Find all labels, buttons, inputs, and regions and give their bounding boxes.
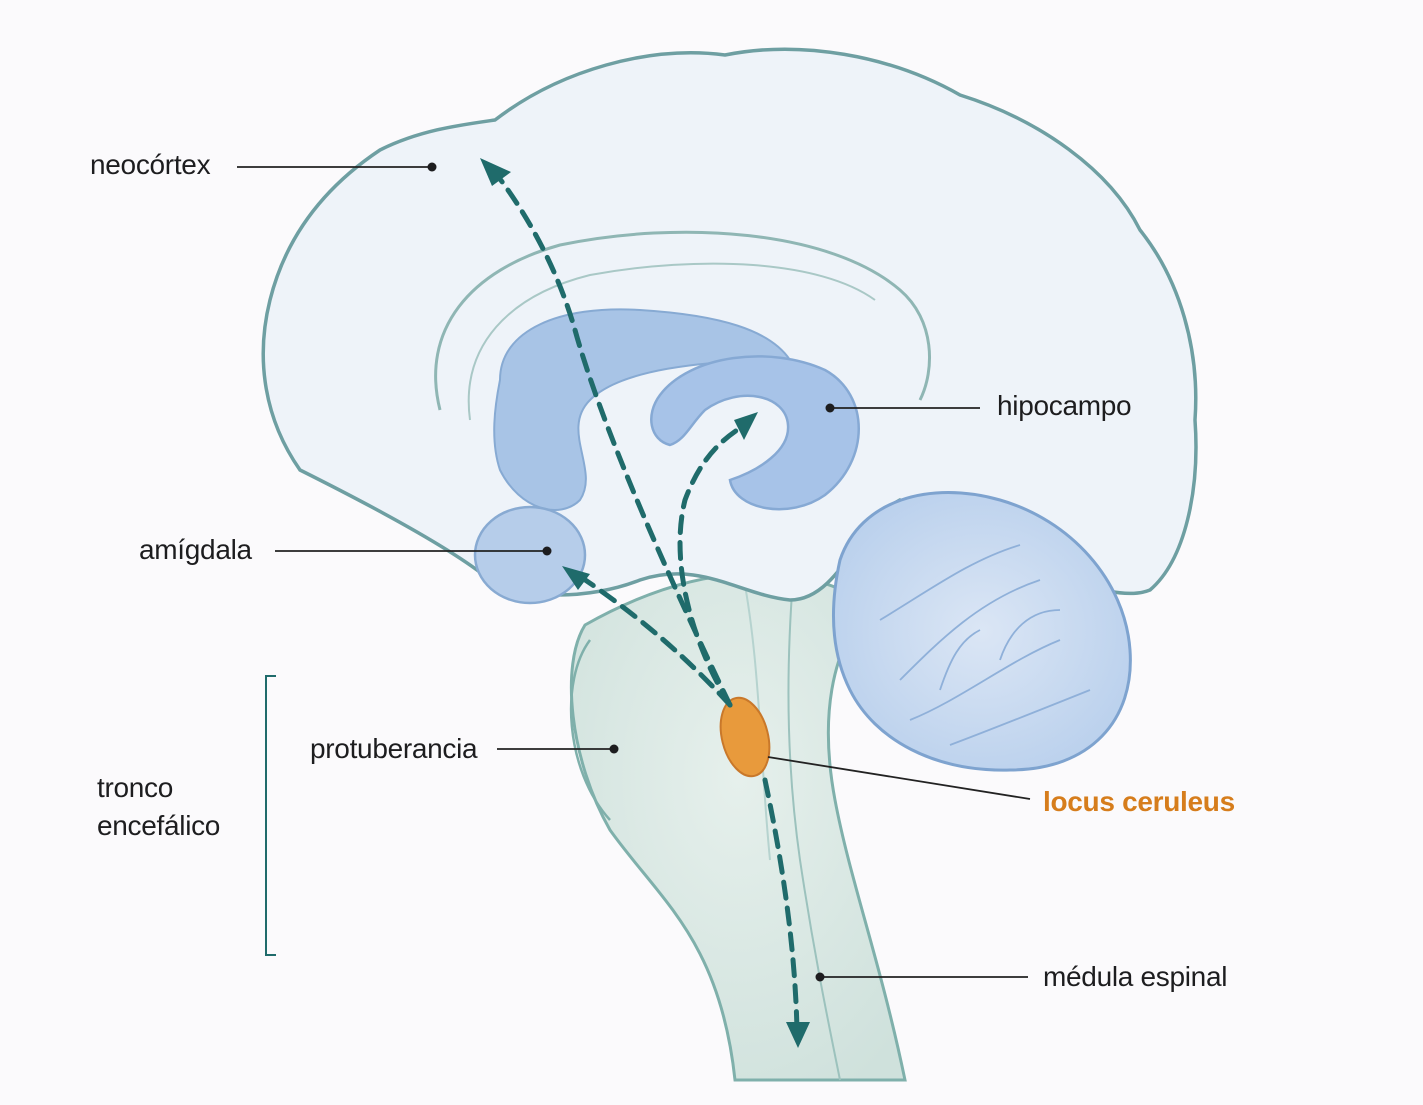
label-amigdala: amígdala [139, 534, 252, 565]
pathway-to-neocortex [494, 172, 733, 708]
label-neocortex: neocórtex [90, 149, 211, 180]
stem-inner-line [739, 559, 771, 861]
pathways [494, 172, 800, 1033]
dot-hipocampo [825, 403, 835, 413]
label-protuberancia: protuberancia [310, 733, 478, 764]
label-tronco-line2: encefálico [97, 810, 221, 841]
dot-protuberancia [609, 744, 619, 754]
pathway-to-spinal-cord [762, 777, 800, 1033]
dot-neocortex [427, 162, 437, 172]
dot-amigdala [542, 546, 552, 556]
pathway-to-hippocampus [677, 422, 748, 708]
label-hipocampo: hipocampo [997, 390, 1132, 421]
hippocampus-shape [650, 355, 860, 511]
brainstem-bracket [265, 675, 276, 956]
pathway-to-amygdala [575, 572, 733, 708]
arrowheads [480, 158, 810, 1048]
dot-medula [815, 972, 825, 982]
amygdala-shape [473, 505, 587, 605]
pons-shape [569, 639, 611, 821]
corpus-callosum [434, 230, 931, 411]
label-medula-espinal: médula espinal [1043, 961, 1228, 992]
label-tronco-encefalico: tronco encefálico [97, 772, 220, 842]
arrowhead-hippocampus [734, 412, 758, 440]
arrowhead-spinal [786, 1022, 810, 1048]
arrowhead-neocortex [480, 158, 511, 186]
brainstem-shape [569, 571, 907, 1082]
locus-ceruleus-shape [719, 696, 771, 778]
leader-locus [767, 756, 1031, 800]
leader-dots [427, 162, 835, 982]
cerebellum-folia [879, 544, 1091, 746]
limbic-band [493, 308, 792, 511]
cerebellum-shape [831, 491, 1132, 772]
arrowhead-amygdala [562, 566, 590, 590]
label-tronco-line1: tronco [97, 772, 174, 803]
corpus-callosum-inner [467, 262, 876, 421]
label-locus-ceruleus: locus ceruleus [1043, 786, 1235, 817]
leader-lines [237, 166, 1031, 978]
